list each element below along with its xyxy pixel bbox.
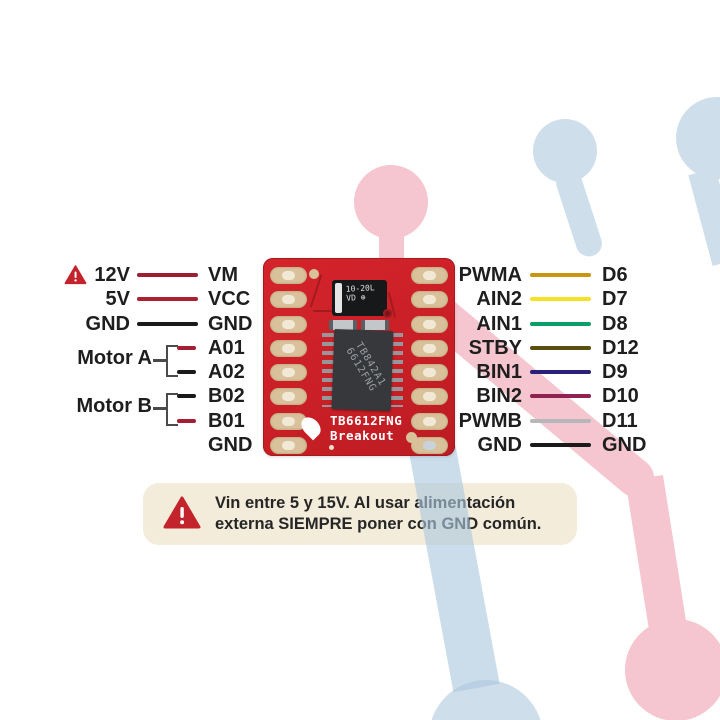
warning-icon <box>64 265 87 285</box>
capacitor: 10-20L VD ⊕ <box>332 280 387 316</box>
board-pad <box>270 387 307 405</box>
warning-note-text: Vin entre 5 y 15V. Al usar alimentación … <box>215 494 542 533</box>
wire <box>530 273 591 277</box>
bg-pink-trace-top <box>379 198 404 268</box>
pin-name: AIN2 <box>476 287 522 310</box>
motor-a-dash <box>153 359 166 362</box>
board-pad <box>270 266 307 284</box>
board-pad <box>270 363 307 381</box>
wire <box>177 370 196 374</box>
motor-a-label: Motor A <box>77 347 152 369</box>
motor-a-bracket <box>166 345 178 377</box>
pin-name: BIN2 <box>476 384 522 407</box>
board-via <box>383 309 392 318</box>
pin-name: GND <box>208 312 253 335</box>
board-pad <box>270 315 307 333</box>
wire <box>530 443 591 447</box>
pin-name: VM <box>208 263 238 286</box>
arduino-pin: D7 <box>602 287 628 310</box>
board-pad <box>411 339 448 357</box>
wire <box>177 419 196 423</box>
arduino-pin: D6 <box>602 263 628 286</box>
bg-pink-trace-bottom <box>625 475 689 643</box>
wire <box>530 370 591 374</box>
bg-blue-trace-1 <box>552 166 606 260</box>
smd-component <box>361 320 389 330</box>
motor-b-bracket <box>166 393 178 426</box>
wire <box>530 297 591 301</box>
pin-name: VCC <box>208 287 251 310</box>
wire <box>137 297 198 301</box>
pin-name: AIN1 <box>476 312 522 335</box>
board-pad <box>270 339 307 357</box>
arduino-pin: D10 <box>602 384 639 407</box>
board-pad <box>411 266 448 284</box>
chip-pins-right <box>391 333 403 407</box>
source-label: 5V <box>105 287 130 310</box>
pin-name: BIN1 <box>476 360 522 383</box>
warning-note: Vin entre 5 y 15V. Al usar alimentación … <box>143 483 577 545</box>
motor-b-label: Motor B <box>76 395 152 417</box>
board-pad <box>411 363 448 381</box>
bg-blue-trace-2 <box>688 167 720 267</box>
board-hole <box>406 432 417 443</box>
arduino-pin: D12 <box>602 336 639 359</box>
arduino-pin: D9 <box>602 360 628 383</box>
source-label: GND <box>85 312 130 335</box>
tb6612fng-board: 10-20L VD ⊕ TB842A1 6612FNG TB6612FNG Br… <box>263 258 455 456</box>
capacitor-polarity-stripe <box>335 283 342 313</box>
board-pad <box>411 315 448 333</box>
bg-pink-via-bottom <box>625 619 720 720</box>
wire <box>530 322 591 326</box>
board-pad <box>411 387 448 405</box>
chip-marking: TB842A1 6612FNG <box>343 340 388 394</box>
silkscreen-text: TB6612FNG Breakout <box>330 413 403 443</box>
pin-name: PWMA <box>458 263 522 286</box>
arduino-pin: D11 <box>602 409 638 432</box>
capacitor-marking: 10-20L VD ⊕ <box>345 283 375 303</box>
wire <box>137 322 198 326</box>
smd-component <box>329 320 357 330</box>
board-pad <box>270 412 307 430</box>
board-pad <box>270 436 307 454</box>
bg-blue-via-2 <box>676 97 720 179</box>
pin-name: GND <box>208 433 253 456</box>
pin-name: A02 <box>208 360 245 383</box>
pin-name: PWMB <box>458 409 522 432</box>
board-pad <box>411 436 448 454</box>
pin-name: B02 <box>208 384 245 407</box>
board-pad <box>411 290 448 308</box>
warning-icon <box>163 496 201 530</box>
wire <box>177 346 196 350</box>
wire <box>177 394 196 398</box>
board-dot <box>329 445 334 450</box>
pin-name: B01 <box>208 409 245 432</box>
chip-pins-left <box>322 333 334 407</box>
arduino-pin: D8 <box>602 312 628 335</box>
motor-b-dash <box>153 407 166 410</box>
wire <box>530 419 591 423</box>
wire <box>137 273 198 277</box>
pin-name: STBY <box>468 336 522 359</box>
wire <box>530 346 591 350</box>
board-pad <box>411 412 448 430</box>
board-pad <box>270 290 307 308</box>
board-hole <box>309 269 319 279</box>
tb6612fng-chip: TB842A1 6612FNG <box>331 328 394 412</box>
pin-name: GND <box>477 433 522 456</box>
arduino-pin: GND <box>602 433 647 456</box>
pin-name: A01 <box>208 336 245 359</box>
wire <box>530 394 591 398</box>
source-label: 12V <box>94 263 130 286</box>
